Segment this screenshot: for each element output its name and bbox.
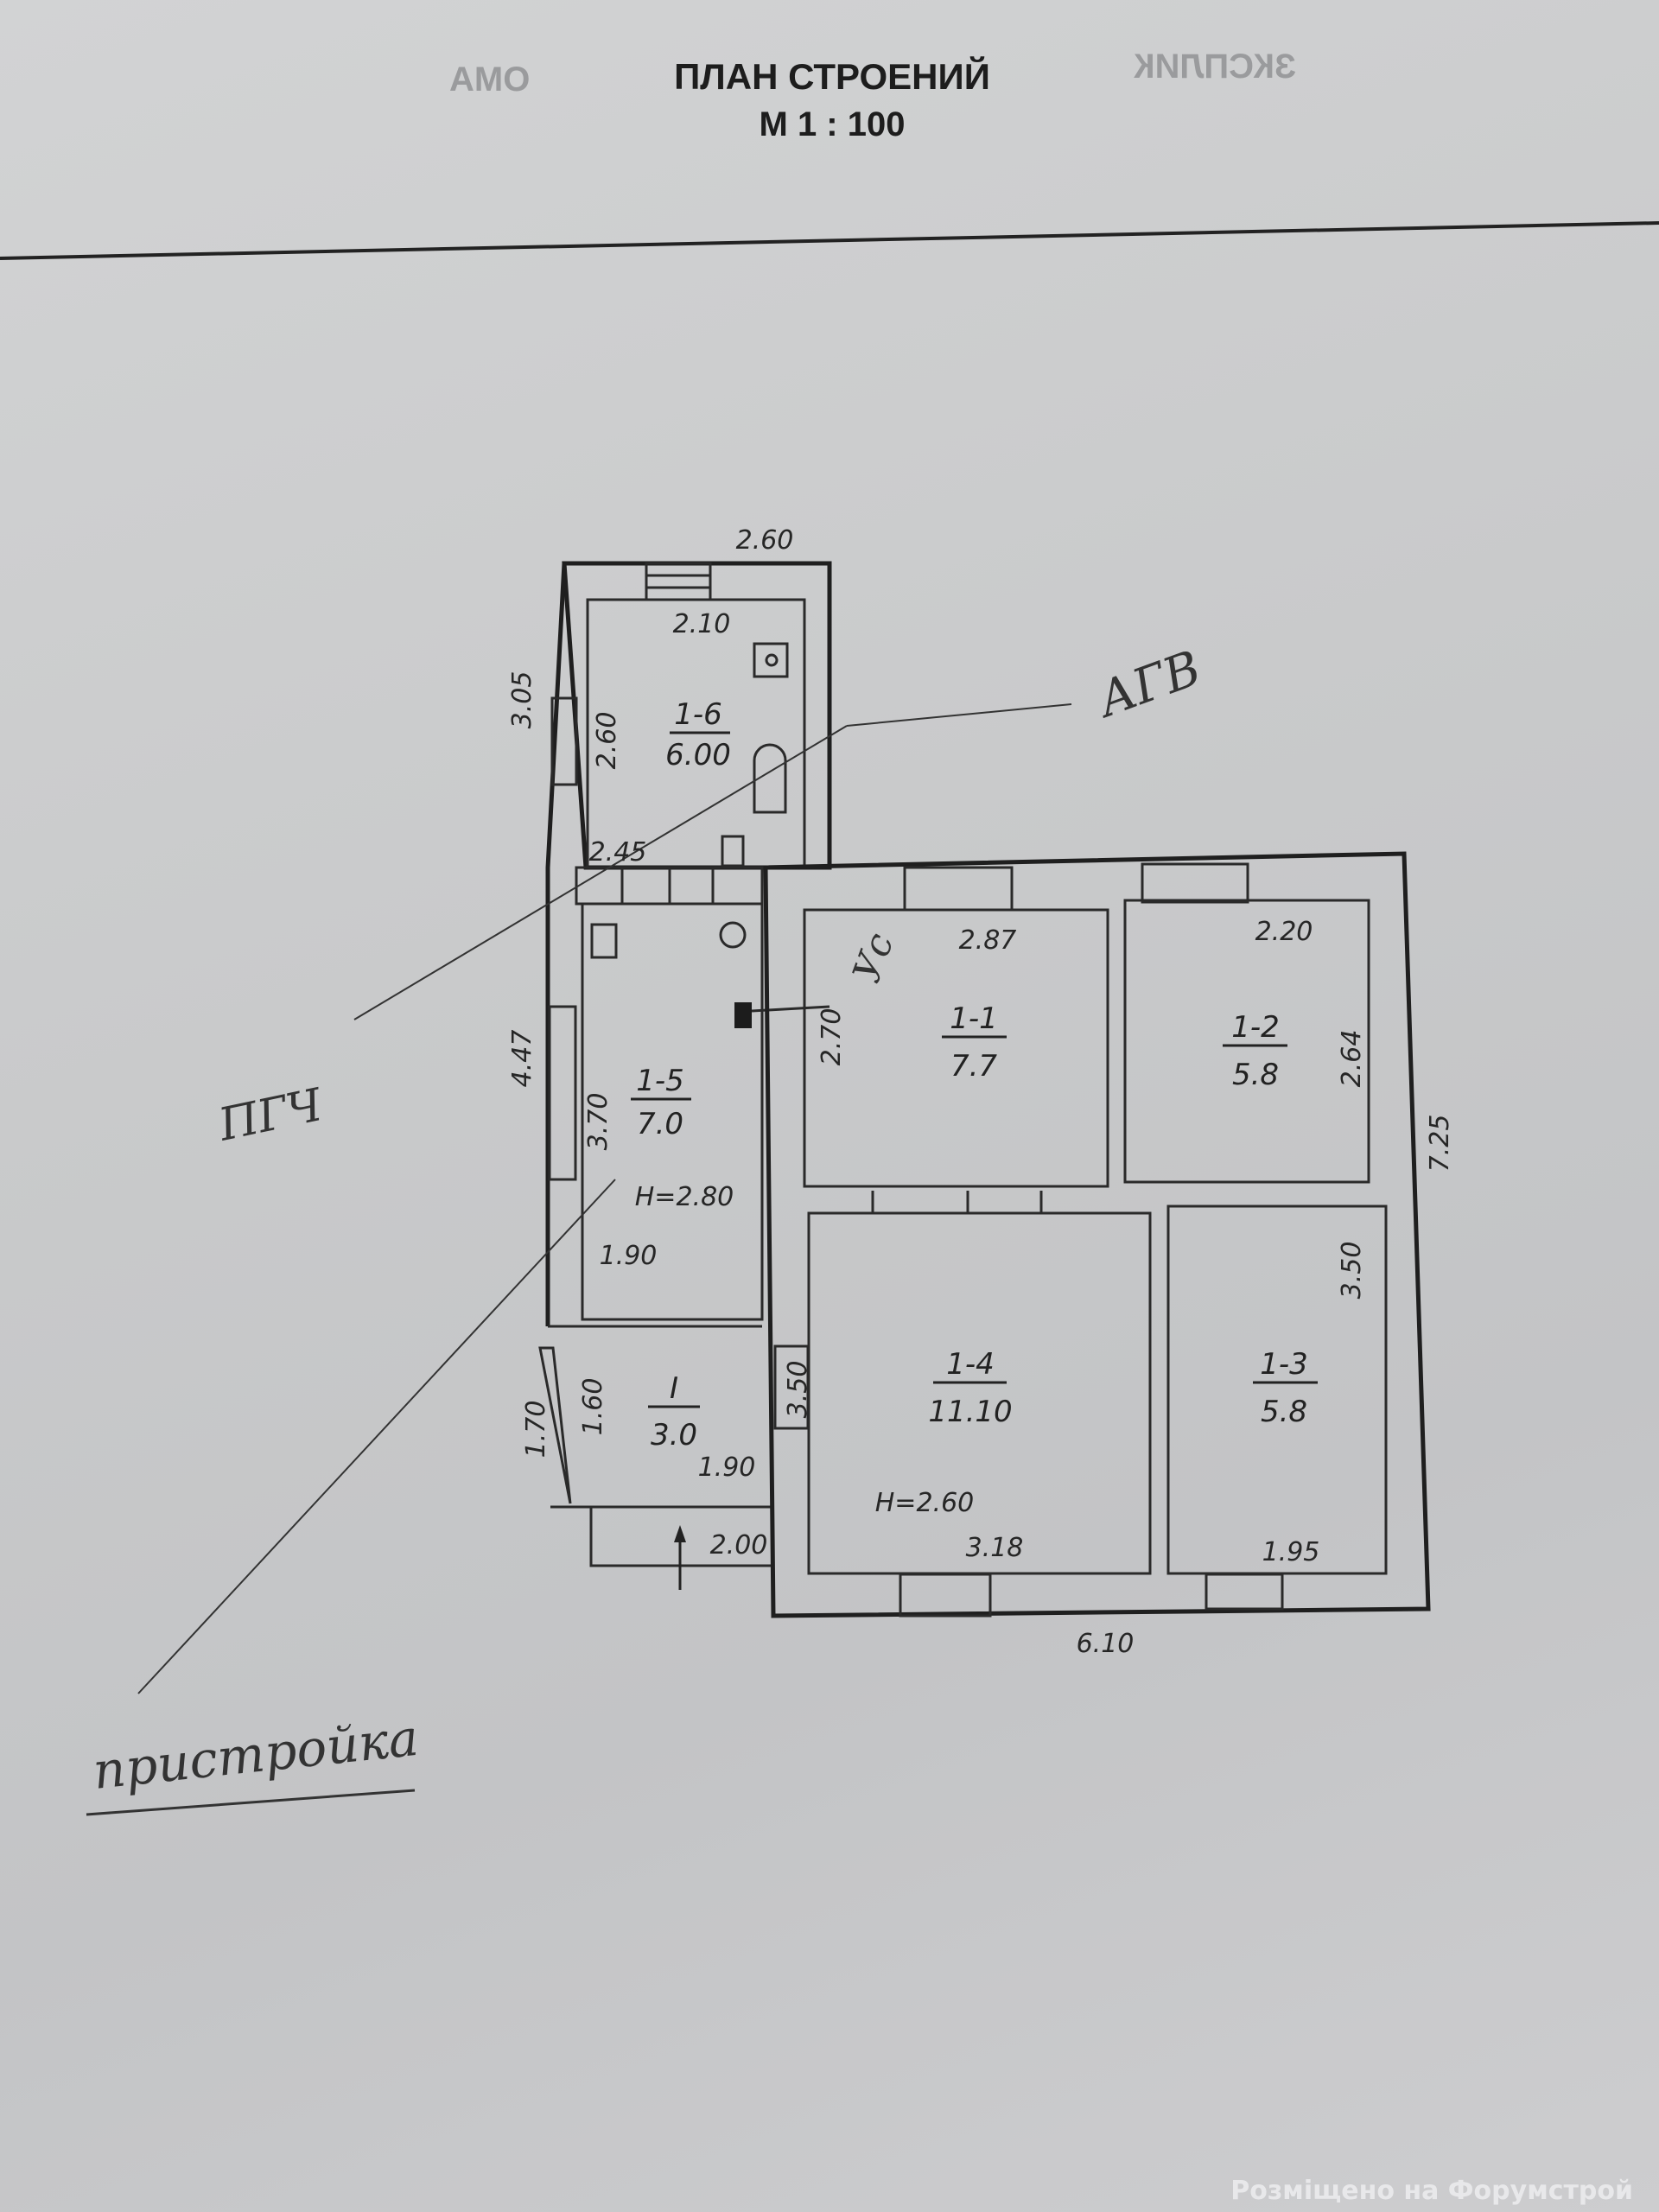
- dimension-label: 1.95: [1262, 1537, 1320, 1567]
- room-label-1-1: 1-17.7: [942, 1001, 1007, 1084]
- dimension-label: 2.00: [710, 1530, 768, 1560]
- dimension-label: 3.70: [583, 1093, 613, 1151]
- annex-pointer-line: [137, 1179, 616, 1694]
- bathtub-icon: [753, 743, 787, 814]
- header-divider: [0, 221, 1659, 260]
- room-1-5-walls: [548, 866, 830, 1328]
- svg-text:6.00: 6.00: [665, 738, 731, 772]
- room-label-1-2: 1-25.8: [1223, 1010, 1287, 1092]
- room-label-1-4: 1-4 11.10: [928, 1347, 1012, 1429]
- room-label-1-5: 1-57.0: [631, 1064, 691, 1141]
- stove-icon: [590, 923, 618, 959]
- gas-meter-icon: [719, 921, 747, 949]
- dimension-label: 3.50: [1337, 1242, 1367, 1300]
- svg-text:1-1: 1-1: [950, 1001, 998, 1036]
- window: [1141, 862, 1249, 904]
- watermark: Розміщено на Форумстрой: [1230, 2176, 1633, 2206]
- dimension-labels: 2.60 2.10 3.05 2.60 2.45 4.47 3.70 H=2.8…: [507, 525, 1455, 1659]
- svg-text:7.7: 7.7: [950, 1049, 997, 1084]
- room-label-1-6: 1-6 6.00: [665, 697, 731, 772]
- svg-text:1-6: 1-6: [674, 697, 722, 732]
- annotation-meter: Ус: [844, 927, 902, 988]
- dimension-label: 1.90: [600, 1241, 658, 1271]
- dimension-label: 3.18: [966, 1533, 1024, 1563]
- annotation-pgch: ПГЧ: [213, 1079, 328, 1152]
- window: [645, 562, 712, 601]
- dimension-label: 2.64: [1337, 1030, 1367, 1088]
- dimension-label: 4.47: [507, 1030, 537, 1088]
- window: [1205, 1573, 1284, 1611]
- room-label-1-3: 1-35.8: [1253, 1347, 1318, 1429]
- dimension-label: 2.70: [817, 1008, 847, 1066]
- annotation-annex: пристройка: [90, 1708, 421, 1801]
- bleed-text-right: ЗКСПЛИК: [1134, 48, 1296, 86]
- gas-line: [353, 725, 848, 1020]
- dimension-label: 7.25: [1425, 1115, 1455, 1173]
- dimension-label: 1.70: [521, 1401, 551, 1459]
- dimension-label: 1.90: [698, 1452, 756, 1483]
- dimension-label: 2.20: [1255, 917, 1313, 947]
- dimension-label: 2.60: [592, 712, 622, 770]
- svg-text:I: I: [670, 1371, 678, 1406]
- svg-text:7.0: 7.0: [637, 1107, 683, 1141]
- gas-line: [846, 703, 1072, 727]
- svg-text:3.0: 3.0: [651, 1418, 697, 1452]
- room-label-i: I 3.0: [648, 1371, 700, 1452]
- svg-text:1-2: 1-2: [1231, 1010, 1280, 1045]
- window: [550, 696, 578, 786]
- dimension-label: 3.05: [507, 671, 537, 729]
- dimension-label: 2.60: [736, 525, 794, 556]
- svg-text:1-5: 1-5: [636, 1064, 684, 1098]
- boiler-icon: [721, 835, 745, 868]
- dimension-label: 2.45: [589, 837, 647, 868]
- svg-text:11.10: 11.10: [928, 1395, 1012, 1429]
- door-icon: [538, 1346, 572, 1504]
- dimension-label: 3.50: [783, 1361, 813, 1419]
- dimension-label: H=2.60: [875, 1488, 975, 1518]
- svg-text:5.8: 5.8: [1232, 1058, 1279, 1092]
- dimension-label: 1.60: [578, 1378, 608, 1436]
- annex-underline: [86, 1789, 416, 1816]
- annotation-agv: АГВ: [1088, 640, 1208, 730]
- dimension-label: 6.10: [1077, 1629, 1135, 1659]
- window: [773, 1344, 810, 1430]
- window: [899, 1573, 992, 1618]
- main-house-walls: [763, 851, 1431, 1618]
- dimension-label: H=2.80: [635, 1182, 734, 1212]
- plan-scale: М 1 : 100: [760, 105, 906, 143]
- plan-title: ПЛАН СТРОЕНИЙ: [674, 55, 990, 97]
- dimension-label: 2.10: [673, 609, 731, 639]
- svg-text:5.8: 5.8: [1261, 1395, 1307, 1429]
- gas-valve-icon: [734, 1002, 752, 1028]
- window: [548, 1005, 577, 1181]
- washbasin-icon: [753, 642, 789, 678]
- window: [903, 866, 1014, 912]
- svg-text:1-4: 1-4: [946, 1347, 995, 1382]
- dimension-label: 2.87: [959, 925, 1017, 956]
- bleed-text-left: АМО: [449, 60, 530, 99]
- room-annex-i-walls: [538, 1346, 773, 1590]
- svg-text:1-3: 1-3: [1260, 1347, 1308, 1382]
